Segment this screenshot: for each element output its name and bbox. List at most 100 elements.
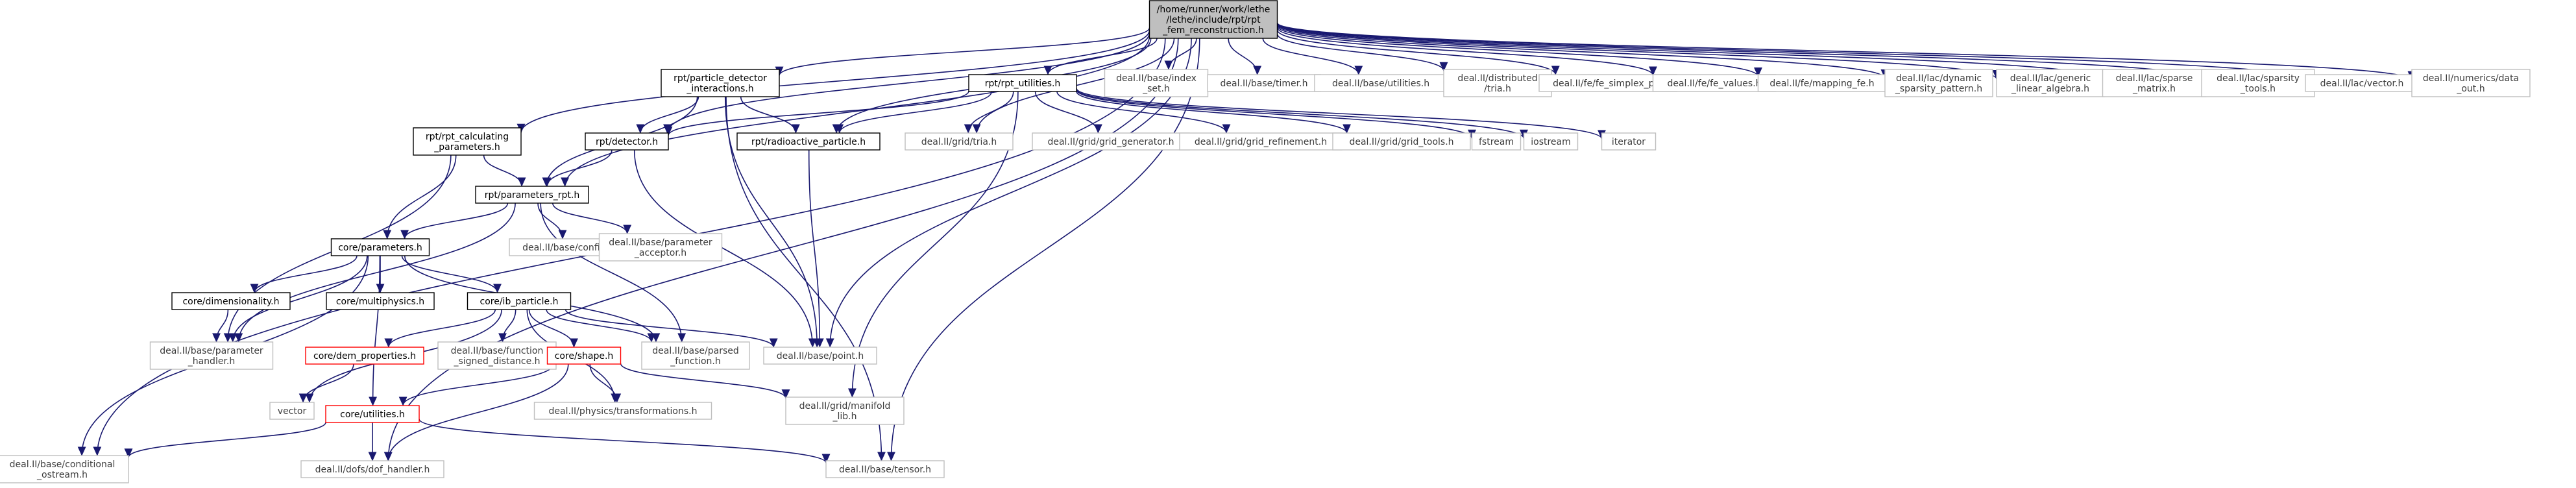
node-multiphysics[interactable]: core/multiphysics.h	[326, 292, 435, 310]
edge-root-to-timer	[1228, 38, 1262, 75]
node-label-line: _ostream.h	[36, 470, 88, 480]
edge-root-to-mapping_fe	[1276, 25, 1762, 77]
node-core-params[interactable]: core/parameters.h	[330, 238, 430, 256]
node-iterator: iterator	[1601, 132, 1657, 151]
node-pdi[interactable]: rpt/particle_detector_interactions.h	[661, 69, 780, 97]
node-label-line: _parameters.h	[433, 142, 500, 152]
node-label-line: deal.II/base/parameter	[609, 238, 712, 248]
node-label-line: deal.II/grid/grid_refinement.h	[1195, 137, 1327, 147]
node-label-line: rpt/particle_detector	[674, 73, 767, 84]
node-label-line: _sparsity_pattern.h	[1895, 84, 1982, 94]
edge-root-to-params_rpt	[561, 36, 1150, 187]
edge-root-to-dyn_sparsity	[1276, 25, 1889, 79]
edge-root-to-dist_tria	[1276, 33, 1448, 72]
node-iostream: iostream	[1523, 132, 1579, 151]
node-label-line: _function.h	[670, 356, 721, 367]
node-dimensionality[interactable]: core/dimensionality.h	[171, 292, 291, 310]
node-params-rpt[interactable]: rpt/parameters_rpt.h	[475, 186, 589, 204]
edge-root-to-lac_vector	[1276, 22, 2309, 80]
node-box	[661, 69, 780, 97]
edge-layer	[77, 22, 2416, 463]
node-sparse-matrix: deal.II/lac/sparse_matrix.h	[2102, 69, 2207, 97]
node-dof-handler: deal.II/dofs/dof_handler.h	[300, 460, 444, 478]
edge-core_params-to-ib_particle	[401, 255, 502, 293]
node-label-line: rpt/rpt_calculating	[426, 132, 509, 142]
edge-pdi-to-radioactive	[740, 96, 800, 134]
node-label-line: core/shape.h	[555, 351, 614, 361]
edge-params_rpt-to-config	[537, 202, 567, 239]
node-rptutil[interactable]: rpt/rpt_utilities.h	[968, 74, 1077, 92]
node-label-line: deal.II/grid/grid_generator.h	[1047, 137, 1174, 147]
node-func-sd: deal.II/base/function_signed_distance.h	[437, 341, 557, 370]
edge-root-to-base_util	[1262, 38, 1363, 75]
node-label-line: _set.h	[1142, 84, 1170, 94]
edge-rptutil-to-grid_ref	[1056, 91, 1231, 134]
node-box	[330, 238, 430, 256]
node-label-line: deal.II/base/utilities.h	[1332, 79, 1429, 89]
node-box	[475, 186, 589, 204]
node-box	[1032, 132, 1190, 151]
node-box	[968, 74, 1077, 92]
node-label-line: deal.II/base/conditional	[10, 459, 115, 470]
node-label-line: deal.II/distributed	[1457, 73, 1537, 84]
node-label-line: core/utilities.h	[340, 409, 405, 420]
node-box	[269, 402, 315, 420]
node-label-line: /tria.h	[1484, 84, 1511, 94]
node-fe-values: deal.II/fe/fe_values.h	[1652, 74, 1777, 92]
edge-params_rpt-to-parsed_func	[540, 202, 687, 343]
node-label-line: vector	[278, 406, 307, 417]
node-label-line: deal.II/base/tensor.h	[839, 465, 931, 475]
node-box	[2305, 74, 2419, 92]
node-box	[305, 347, 424, 365]
edge-radioactive-to-point	[808, 149, 824, 348]
node-label-line: rpt/detector.h	[596, 137, 658, 147]
node-mapping-fe: deal.II/fe/mapping_fe.h	[1757, 74, 1887, 92]
node-label-line: deal.II/lac/sparsity	[2217, 73, 2300, 84]
node-label-line: deal.II/grid/tria.h	[921, 137, 997, 147]
node-core-util[interactable]: core/utilities.h	[325, 405, 420, 423]
node-ib-particle[interactable]: core/ib_particle.h	[467, 292, 572, 310]
node-label-line: deal.II/lac/dynamic	[1896, 73, 1982, 84]
node-label-line: _fem_reconstruction.h	[1162, 25, 1264, 36]
node-box	[2201, 69, 2315, 97]
node-label-line: deal.II/base/parsed	[652, 346, 739, 356]
edge-core_params-to-param_handler	[228, 255, 368, 343]
node-label-line: deal.II/grid/grid_tools.h	[1349, 137, 1453, 147]
node-index-set: deal.II/base/index_set.h	[1104, 69, 1209, 97]
node-radioactive[interactable]: rpt/radioactive_particle.h	[736, 132, 881, 151]
edge-rptutil-to-grid_gen	[1034, 91, 1102, 134]
edge-dem_props-to-vector	[298, 363, 354, 403]
node-transformations: deal.II/physics/transformations.h	[533, 402, 712, 420]
node-label-line: deal.II/base/point.h	[777, 351, 864, 361]
edge-rptutil-to-iterator	[1076, 88, 1606, 140]
edge-ib_particle-to-point	[565, 309, 778, 348]
node-label-line: _acceptor.h	[634, 248, 687, 258]
node-box	[1443, 69, 1552, 97]
node-detector[interactable]: rpt/detector.h	[585, 132, 669, 151]
node-label-line: deal.II/base/timer.h	[1221, 79, 1308, 89]
node-label-line: _signed_distance.h	[453, 356, 540, 367]
node-calcparams[interactable]: rpt/rpt_calculating_parameters.h	[413, 127, 522, 156]
node-label-line: rpt/parameters_rpt.h	[485, 190, 580, 201]
node-box	[1332, 132, 1471, 151]
node-box	[905, 132, 1014, 151]
edge-root-to-fe_values	[1276, 27, 1657, 76]
node-label-line: /home/runner/work/lethe	[1157, 5, 1270, 15]
node-label-line: deal.II/physics/transformations.h	[549, 406, 698, 417]
node-data-out: deal.II/numerics/data_out.h	[2411, 69, 2531, 97]
node-label-line: deal.II/fe/fe_values.h	[1667, 79, 1761, 89]
node-box	[1996, 69, 2105, 97]
node-label-line: deal.II/numerics/data	[2423, 73, 2519, 84]
edge-root-to-index_set	[1164, 38, 1197, 70]
node-sparsity-tools: deal.II/lac/sparsity_tools.h	[2201, 69, 2315, 97]
node-label-line: deal.II/base/parameter	[160, 346, 263, 356]
node-tensor: deal.II/base/tensor.h	[825, 460, 945, 478]
node-box	[1148, 0, 1278, 39]
edge-shape-to-core_util	[398, 363, 554, 406]
node-box	[1207, 74, 1321, 92]
node-dem-props[interactable]: core/dem_properties.h	[305, 347, 424, 365]
node-shape[interactable]: core/shape.h	[546, 347, 622, 365]
node-label-line: deal.II/fe/mapping_fe.h	[1769, 79, 1874, 89]
node-root[interactable]: /home/runner/work/lethe/lethe/include/rp…	[1148, 0, 1278, 39]
node-box	[413, 127, 522, 156]
